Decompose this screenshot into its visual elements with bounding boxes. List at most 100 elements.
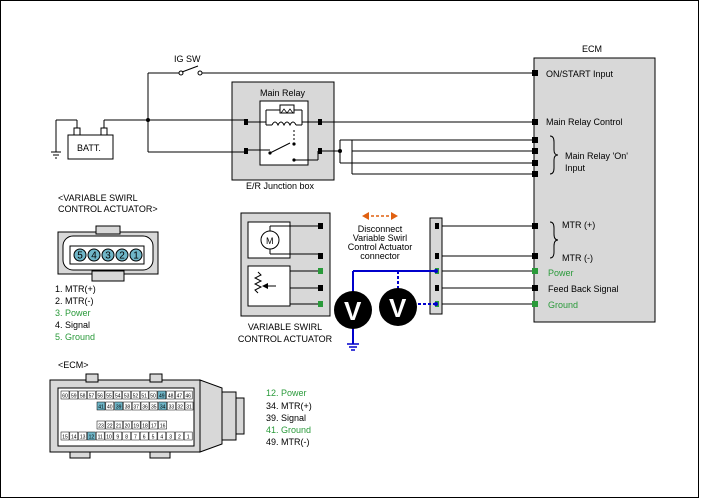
disconnect-line-1: Disconnect xyxy=(358,224,403,234)
ecm-pin-cell xyxy=(104,431,114,441)
ecm-pin-cell xyxy=(78,431,87,441)
ecm-pin-number: 19 xyxy=(133,423,139,429)
actuator-label-2: CONTROL ACTUATOR xyxy=(238,334,333,344)
voltmeter-1-symbol: V xyxy=(344,296,362,326)
junction-box: Main Relay E/R Junction box xyxy=(148,81,335,191)
ecm-pin-number: 56 xyxy=(97,393,103,399)
ecm-pin-cell xyxy=(157,431,167,441)
ecm-pin-number: 36 xyxy=(142,404,148,410)
ecm-pin-cell xyxy=(166,431,175,441)
ecm-pin-number: 15 xyxy=(62,434,68,440)
ecm-pin-number: 40 xyxy=(107,404,113,410)
ecm-pin-cell xyxy=(175,401,185,411)
disconnect-note: Disconnect Variable Swirl Control Actuat… xyxy=(348,212,413,261)
ecm-pin-cell xyxy=(60,431,70,441)
ecm-pin-number: 8 xyxy=(125,434,128,440)
ecm-pin-cell xyxy=(123,420,132,430)
actuator-pin-5: 5. Ground xyxy=(55,332,95,342)
ecm-pin-number: 54 xyxy=(115,393,121,399)
ecm-pin-cell xyxy=(114,401,123,411)
actuator-pin-cell xyxy=(115,248,129,262)
battery-label: BATT. xyxy=(77,143,101,153)
main-relay-label: Main Relay xyxy=(260,88,306,98)
ecm-pin-cell xyxy=(139,431,149,441)
ecm-pin-cell xyxy=(87,431,96,441)
ecm-pin-number: 2 xyxy=(178,434,181,440)
ecm-pin-cell xyxy=(131,401,141,411)
disconnect-line-3: Control Actuator xyxy=(348,242,413,252)
ecm-pin-on-start: ON/START Input xyxy=(546,69,614,79)
actuator-pin-list: 1. MTR(+) 2. MTR(-) 3. Power 4. Signal 5… xyxy=(55,284,96,342)
ecm-connector-pin-1: 12. Power xyxy=(266,388,307,398)
ecm-pin-power: Power xyxy=(548,268,574,278)
ecm-pin-number: 37 xyxy=(133,404,139,410)
ecm-pin-cell xyxy=(122,431,131,441)
ecm-pin-cell xyxy=(148,431,158,441)
ecm-pin-number: 9 xyxy=(116,434,119,440)
ecm-pin-cell xyxy=(140,401,150,411)
ecm-pin-number: 14 xyxy=(71,434,77,440)
voltmeter-2: V xyxy=(379,288,417,326)
ecm-pin-number: 7 xyxy=(134,434,137,440)
ecm-pin-cell xyxy=(131,431,140,441)
ecm-pin-number: 3 xyxy=(169,434,172,440)
ecm-pin-mtr-minus: MTR (-) xyxy=(562,253,593,263)
voltmeter-2-symbol: V xyxy=(389,293,407,323)
voltmeter-1: V xyxy=(334,291,372,329)
ecm-pin-number: 6 xyxy=(143,434,146,440)
ecm-connector-pin-5: 49. MTR(-) xyxy=(266,437,310,447)
ecm-connector-pin-2: 34. MTR(+) xyxy=(266,401,312,411)
actuator-pin-number: 3 xyxy=(105,251,111,262)
actuator-pin-number: 4 xyxy=(91,251,97,262)
ecm-pin-number: 38 xyxy=(125,404,131,410)
ecm-pin-number: 17 xyxy=(151,423,157,429)
ecm-pin-number: 59 xyxy=(71,393,77,399)
ecm-pin-cell xyxy=(149,401,159,411)
ecm-pin-cell xyxy=(95,431,105,441)
motor-symbol: M xyxy=(266,236,274,246)
ecm-pin-cell xyxy=(158,401,167,411)
battery: BATT. xyxy=(51,119,148,160)
ecm-pin-cell xyxy=(104,390,114,400)
actuator-connector-title-2: CONTROL ACTUATOR> xyxy=(58,204,158,214)
ecm-pin-cell xyxy=(167,401,176,411)
ecm-pin-cell xyxy=(96,401,106,411)
ecm-pin-ground: Ground xyxy=(548,300,578,310)
ecm-pin-number: 53 xyxy=(124,393,130,399)
ecm-pin-feedback: Feed Back Signal xyxy=(548,284,619,294)
ecm-pin-cell xyxy=(60,390,70,400)
disconnect-line-4: connector xyxy=(360,251,400,261)
ecm-pin-number: 35 xyxy=(151,404,157,410)
ecm-pin-number: 16 xyxy=(160,423,166,429)
ecm-pin-cell xyxy=(122,390,131,400)
ecm-pin-cell xyxy=(114,420,123,430)
ecm-connector-pin-4: 41. Ground xyxy=(266,425,311,435)
ecm-pin-number: 23 xyxy=(98,423,104,429)
ecm-pin-number: 48 xyxy=(168,393,174,399)
ecm-pin-number: 1 xyxy=(187,434,190,440)
ecm-pin-number: 33 xyxy=(169,404,175,410)
actuator-pin-1: 1. MTR(+) xyxy=(55,284,96,294)
ecm-pin-cell xyxy=(96,420,106,430)
ecm-pin-relay-on: Main Relay 'On' xyxy=(565,151,628,161)
ecm-pin-cell xyxy=(95,390,105,400)
ignition-switch: IG SW xyxy=(146,54,538,152)
ecm-pin-number: 55 xyxy=(106,393,112,399)
ecm-pin-cell xyxy=(149,420,159,430)
ecm-pin-number: 41 xyxy=(98,404,104,410)
ecm-pin-number: 4 xyxy=(160,434,163,440)
ecm-pin-cell xyxy=(105,401,115,411)
ecm-pin-cell xyxy=(175,431,184,441)
ecm-connector-title: <ECM> xyxy=(58,360,89,370)
ecm-pin-number: 49 xyxy=(159,393,165,399)
actuator-pin-cell xyxy=(101,248,115,262)
actuator-connector-title-1: <VARIABLE SWIRL xyxy=(58,193,138,203)
ecm-pin-number: 11 xyxy=(98,434,103,440)
ecm-pin-cell xyxy=(131,420,141,430)
ecm-pin-number: 13 xyxy=(80,434,86,440)
ecm-pin-mtr-plus: MTR (+) xyxy=(562,220,595,230)
